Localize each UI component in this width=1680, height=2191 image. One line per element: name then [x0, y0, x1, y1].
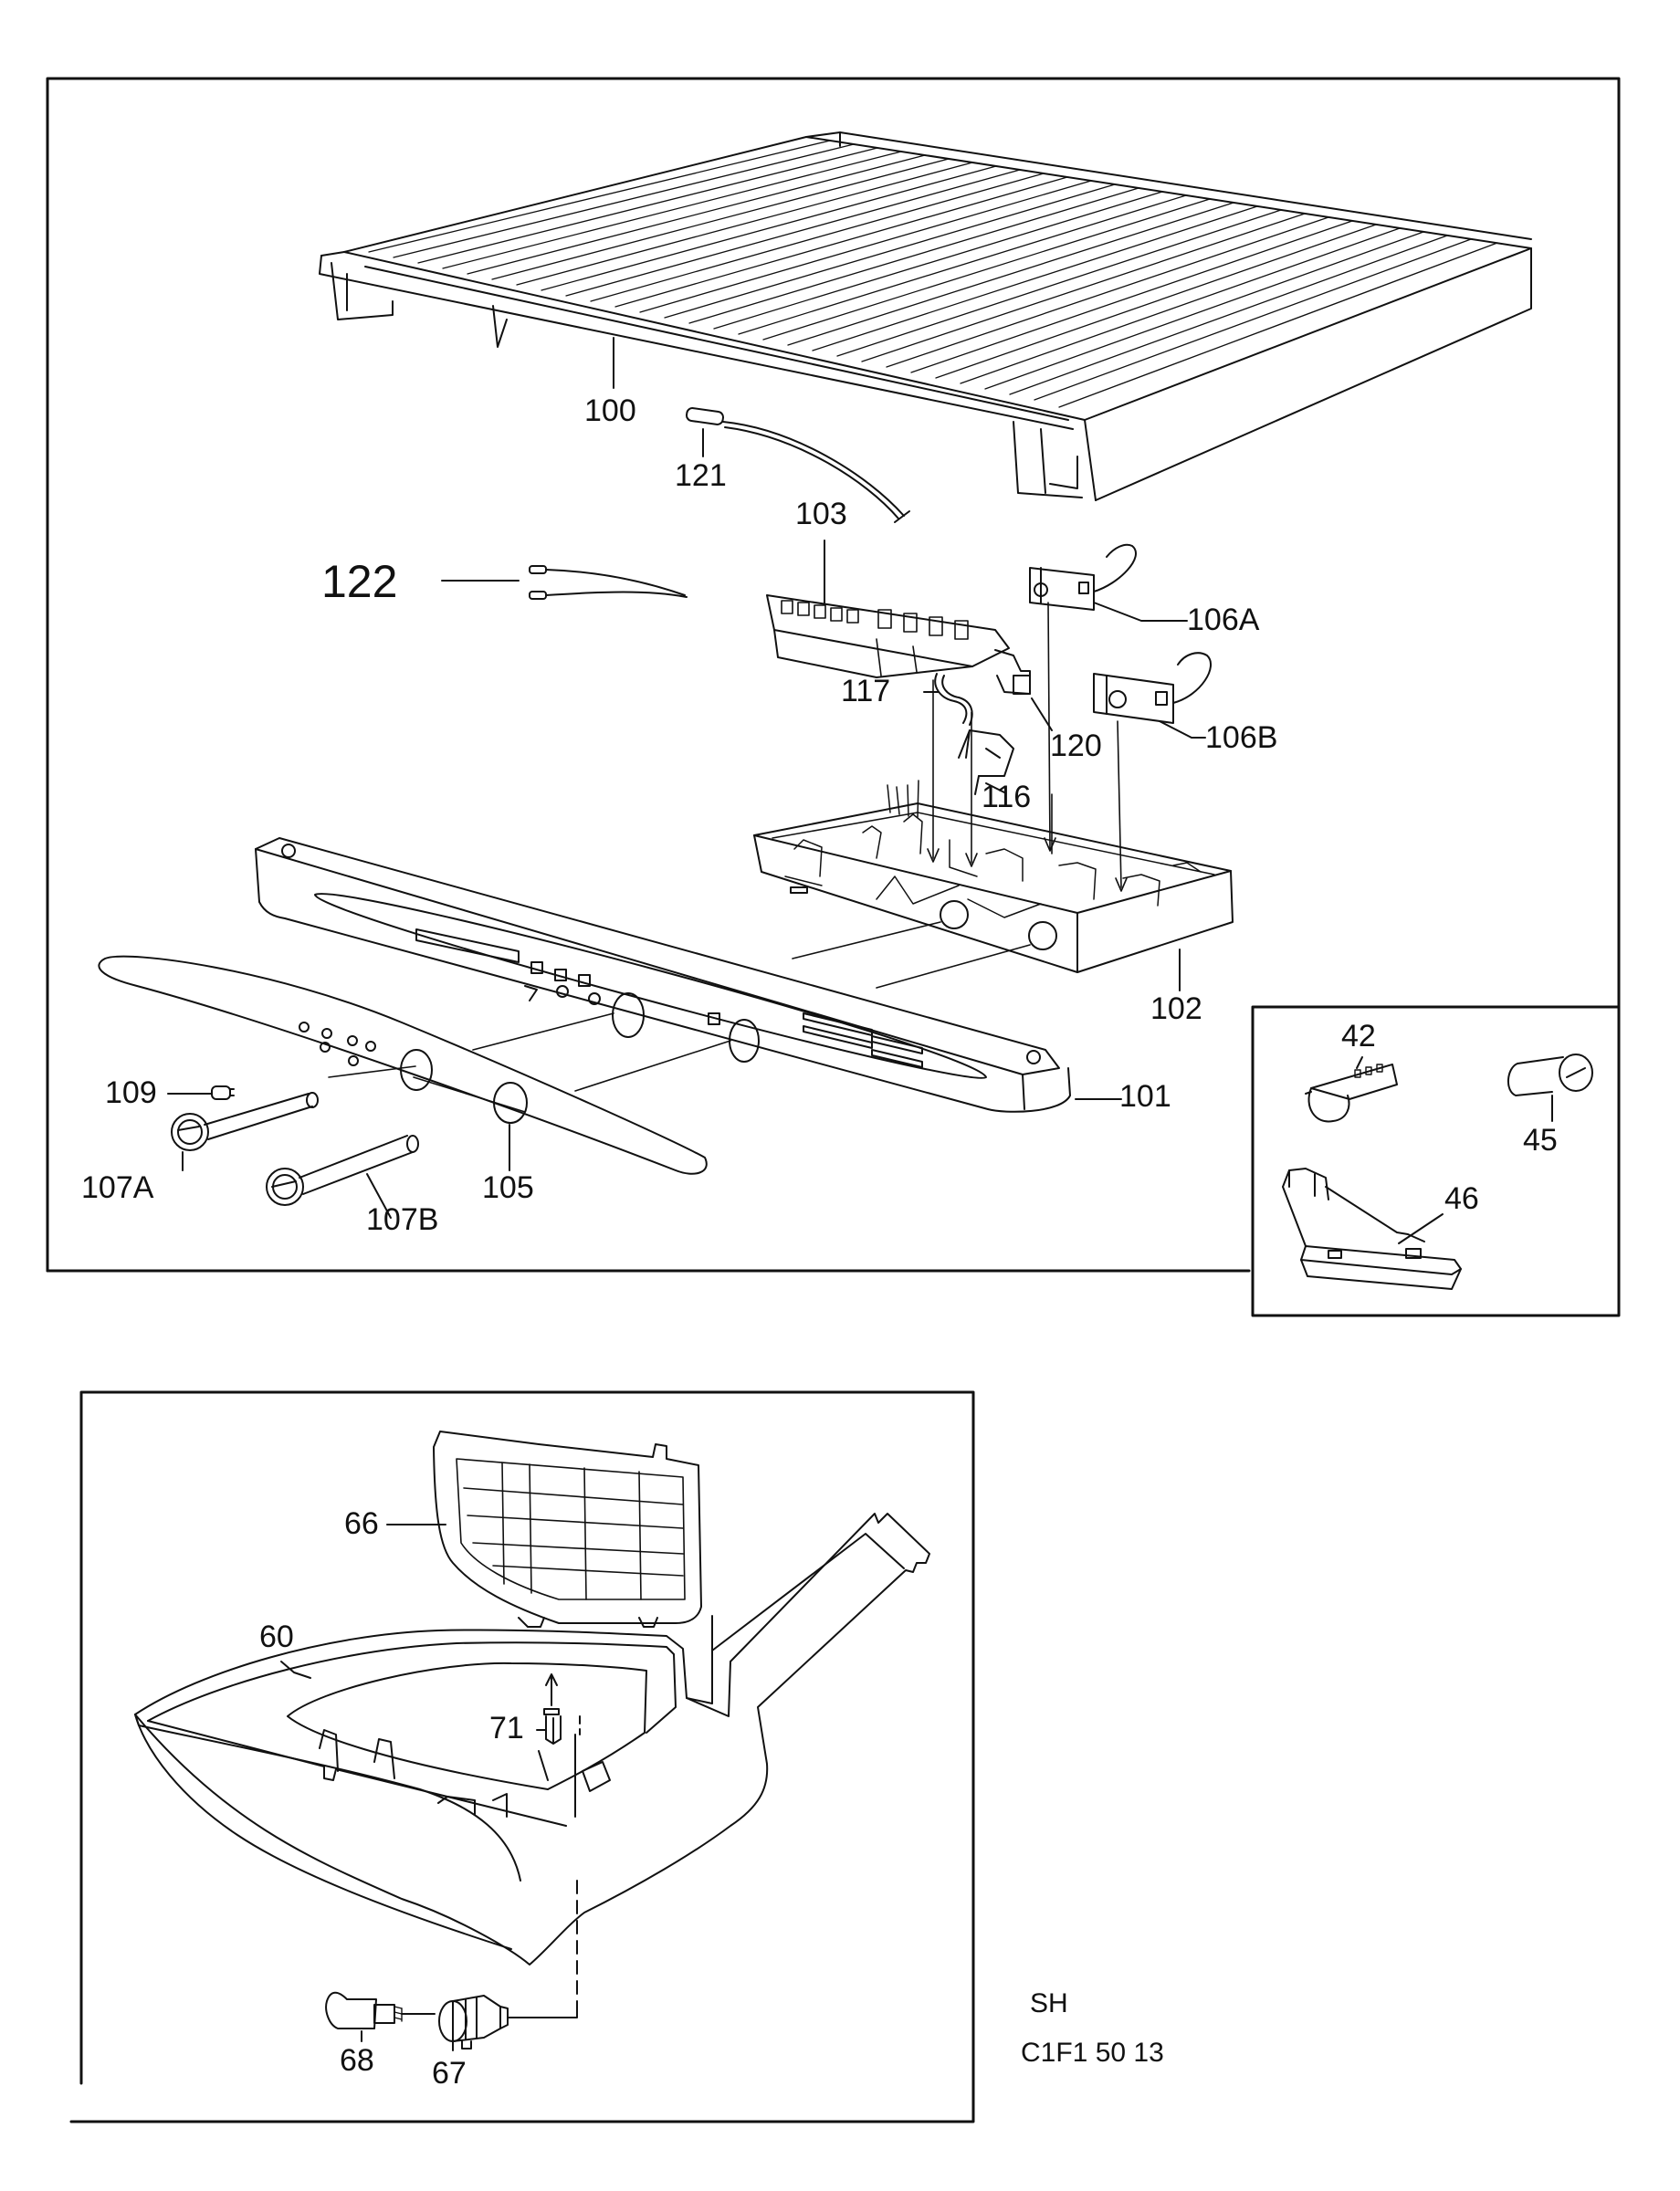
label-101: 101: [1119, 1079, 1171, 1114]
sheet-code-line1: SH: [1030, 1988, 1068, 2018]
part-45-knob: [1508, 1054, 1592, 1096]
top-panel-frame: [47, 79, 1619, 1271]
part-68-bulb: [326, 1993, 435, 2029]
part-106B-switch: [1094, 653, 1211, 723]
leader-106A: [1094, 603, 1187, 621]
part-101-control-panel: [256, 838, 1070, 1112]
part-121-sensor: [686, 407, 909, 522]
part-102-electrical-box: [754, 781, 1233, 972]
leader-60: [281, 1662, 310, 1678]
label-68: 68: [340, 2043, 374, 2078]
label-116: 116: [982, 780, 1032, 814]
part-109-lamp: [212, 1086, 234, 1099]
leader-46: [1399, 1214, 1443, 1243]
part-107A-knob: [172, 1093, 318, 1150]
label-100: 100: [584, 393, 636, 428]
label-117: 117: [841, 674, 891, 708]
sheet-code-line2: C1F1 50 13: [1021, 2038, 1164, 2068]
part-107B-knob: [267, 1136, 418, 1205]
part-42-knob: [1306, 1064, 1397, 1122]
label-103: 103: [795, 497, 847, 531]
label-109: 109: [105, 1075, 157, 1110]
leader-42: [1357, 1057, 1362, 1068]
assembly-arrows: [928, 603, 1127, 891]
part-46-bracket: [1283, 1169, 1461, 1289]
part-60-housing: [135, 1514, 929, 2018]
label-122: 122: [321, 556, 398, 607]
label-66: 66: [344, 1506, 379, 1541]
label-106A: 106A: [1187, 603, 1260, 637]
label-45: 45: [1523, 1123, 1558, 1158]
label-42: 42: [1341, 1019, 1376, 1054]
part-66-grille-cover: [434, 1431, 701, 1627]
leader-116: [986, 783, 1004, 792]
leader-107B: [367, 1174, 391, 1218]
part-103-terminal-block: [767, 595, 1009, 677]
part-67-lamp-holder: [439, 1996, 577, 2049]
label-121: 121: [675, 458, 727, 493]
label-120: 120: [1050, 729, 1102, 763]
part-117-spring-clip: [935, 674, 971, 725]
label-106B: 106B: [1205, 720, 1278, 755]
label-105: 105: [482, 1170, 534, 1205]
part-120-clip: [995, 650, 1030, 694]
inset-panel-frame: [1253, 1007, 1619, 1316]
label-67: 67: [432, 2056, 467, 2091]
part-100-tray: [320, 132, 1531, 500]
leader-106B: [1160, 721, 1205, 738]
label-71: 71: [489, 1711, 524, 1745]
part-116-bracket: [959, 730, 1013, 794]
label-102: 102: [1150, 991, 1202, 1026]
part-105-fascia-strip: [99, 957, 706, 1174]
label-60: 60: [259, 1620, 294, 1654]
label-107A: 107A: [81, 1170, 154, 1205]
part-106A-switch: [1030, 545, 1136, 610]
label-46: 46: [1444, 1181, 1479, 1216]
bottom-panel-frame: [71, 1392, 973, 2122]
part-71-push-pin: [537, 1674, 561, 1744]
part-122-wire: [442, 566, 687, 599]
label-107B: 107B: [366, 1202, 439, 1237]
